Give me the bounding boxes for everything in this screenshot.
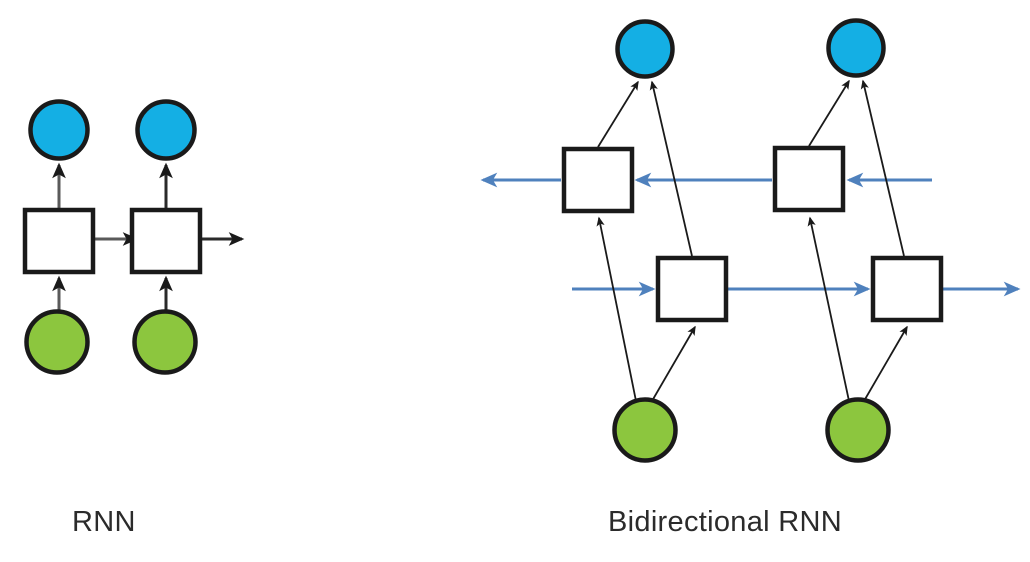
input-node-2[interactable]: [825, 397, 891, 463]
output-node-1[interactable]: [615, 19, 675, 79]
input-node-2[interactable]: [132, 309, 198, 375]
rnn-cell-1[interactable]: [22, 207, 96, 275]
edge-forward2-to-output2: [860, 79, 905, 257]
backward-cell-2[interactable]: [772, 145, 846, 213]
panel-rnn: [22, 99, 245, 375]
input-node-1[interactable]: [24, 309, 90, 375]
panel-caption-rnn: RNN: [72, 506, 136, 538]
edge-input2-to-forward2: [863, 325, 908, 402]
edge-input2-to-backward2: [807, 216, 850, 402]
edge-backward1-to-output1: [597, 80, 639, 148]
panel-caption-bidirectional-rnn: Bidirectional RNN: [608, 506, 842, 538]
backward-cell-1[interactable]: [561, 146, 635, 214]
forward-cell-1[interactable]: [655, 255, 729, 323]
edge-backward2-to-output2: [808, 79, 850, 147]
output-node-1[interactable]: [28, 99, 90, 161]
edge-input1-to-backward1: [596, 216, 637, 402]
edge-forward1-to-output1: [649, 80, 693, 257]
rnn-cell-2[interactable]: [129, 207, 203, 275]
forward-cell-2[interactable]: [870, 255, 944, 323]
input-node-1[interactable]: [612, 397, 678, 463]
output-node-2[interactable]: [135, 99, 197, 161]
output-node-2[interactable]: [826, 18, 886, 78]
edge-input1-to-forward1: [651, 325, 696, 402]
panel-bidirectional-rnn: [480, 18, 1021, 463]
